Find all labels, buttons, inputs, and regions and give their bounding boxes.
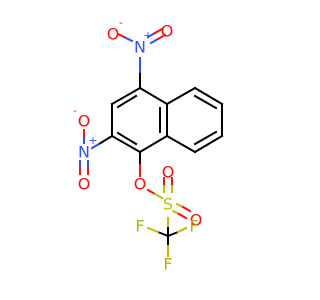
bond-c4-c3 — [110, 86, 142, 106]
atom-n-nitro2: N — [78, 143, 90, 162]
bond-c2-c1 — [110, 134, 142, 154]
bond-s-o-right-red-2 — [177, 212, 188, 220]
bond-n-o-right-red-2 — [156, 33, 167, 41]
bond-n-o-left-blue — [122, 35, 134, 43]
bond-o-s-red — [146, 188, 157, 196]
atom-f-right: F — [189, 217, 198, 236]
bond-c-f-right-black — [166, 230, 180, 238]
bond-s-o-right-yellow-1 — [175, 202, 185, 209]
nitro-group-top — [116, 27, 167, 89]
atom-o-sulfonyl-top: O — [162, 163, 175, 182]
bond-c7-c8 — [193, 134, 224, 154]
bond-n-o-right-blue-2 — [149, 37, 160, 45]
atom-f-bottom: F — [163, 255, 172, 274]
triflate-group — [139, 151, 192, 257]
bond-n-o-right-blue-1 — [146, 31, 157, 39]
carbon-bonds — [110, 86, 224, 154]
bond-c4a-c5 — [165, 86, 197, 106]
bond-c2-n-left-blue — [90, 142, 101, 150]
charge-minus-o-nitro4: - — [119, 16, 123, 29]
atom-s-sulfonyl: S — [163, 195, 173, 214]
atom-o-nitro2-left: O — [78, 112, 91, 131]
bond-s-o-right-red-1 — [181, 205, 192, 213]
bond-n-o-left-red — [116, 32, 126, 39]
bond-c5-c6 — [193, 86, 224, 106]
bond-c-f-right-yellow — [176, 226, 188, 234]
atom-o-nitro4-right: O — [161, 22, 174, 41]
bond-c2-c1-inner — [116, 131, 138, 146]
bond-s-o-right-yellow-2 — [171, 209, 181, 216]
charge-plus-n-nitro4: + — [143, 29, 152, 42]
molecule-structure-diagram: O - N + O O - N + O O S O O F F F — [73, 16, 224, 274]
bond-c7-c8-inner — [193, 130, 218, 146]
atom-o-nitro4-left: O — [107, 25, 120, 44]
bond-c1-c8a — [138, 134, 169, 154]
atom-o-sulfonyl-right: O — [190, 211, 203, 230]
bond-c-f-left-yellow — [146, 226, 160, 234]
atom-labels: O - N + O O - N + O O S O O F F F — [73, 16, 202, 274]
bond-n-o-right-red-1 — [153, 27, 164, 35]
atom-n-nitro4: N — [134, 38, 146, 57]
atom-f-left: F — [135, 217, 144, 236]
bond-c4a-c4 — [138, 86, 169, 106]
nitro-group-left — [79, 129, 114, 175]
bond-c4-c3-inner — [116, 94, 138, 109]
bond-c2-n-left-black — [97, 134, 114, 146]
charge-minus-o-nitro2: - — [73, 104, 77, 117]
bond-o-s-yellow — [153, 192, 164, 200]
atom-o-ester: O — [134, 175, 147, 194]
charge-plus-n-nitro2: + — [88, 134, 97, 147]
bond-c-f-left-black — [156, 230, 170, 238]
bond-c5-c6-inner — [193, 94, 218, 110]
bond-c8-c8a — [165, 134, 197, 154]
atom-o-nitro2-bottom: O — [78, 175, 91, 194]
